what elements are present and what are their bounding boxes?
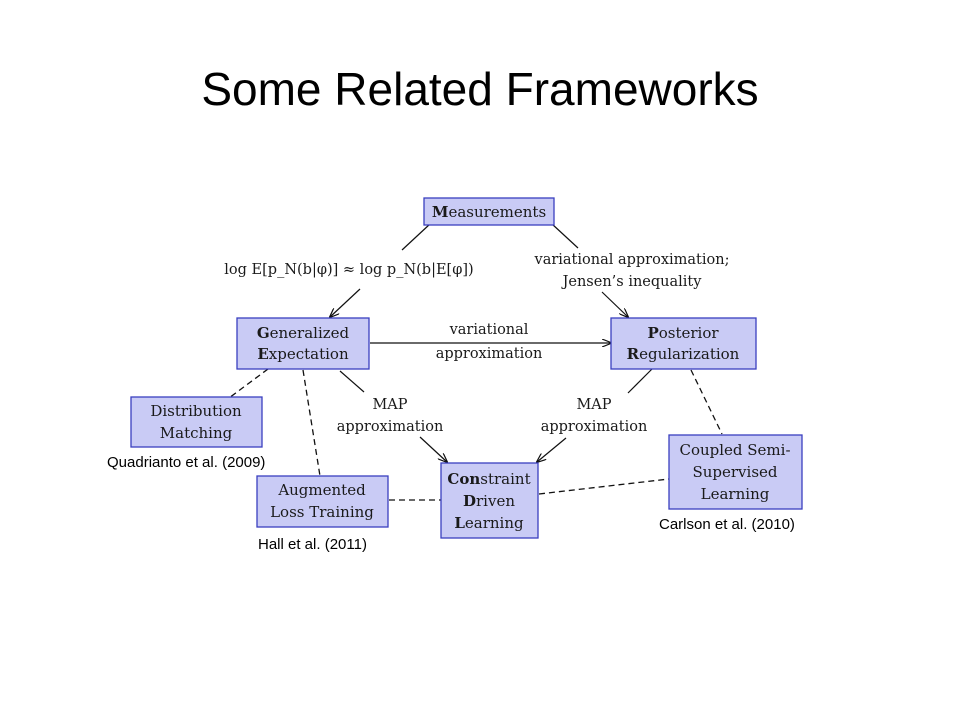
edge-ge-to-dm bbox=[228, 368, 269, 399]
node-constraint-driven-learning: Constraint Driven Learning bbox=[440, 462, 539, 539]
edge-measurements-to-pr-lower bbox=[601, 291, 628, 317]
edge-label-map-right-1: MAP bbox=[576, 397, 611, 413]
svg-text:Learning: Learning bbox=[454, 514, 524, 532]
edge-label-log-approx: log E[p_N(b|φ)] ≈ log p_N(b|E[φ]) bbox=[224, 262, 473, 278]
page-title: Some Related Frameworks bbox=[201, 63, 759, 115]
edge-labels: log E[p_N(b|φ)] ≈ log p_N(b|E[φ]) variat… bbox=[224, 252, 729, 435]
edge-label-map-left-1: MAP bbox=[372, 397, 407, 413]
node-generalized-expectation: Generalized Expectation bbox=[236, 317, 370, 370]
edges bbox=[228, 223, 723, 501]
svg-text:Augmented: Augmented bbox=[277, 481, 366, 499]
node-distribution-matching: Distribution Matching bbox=[130, 396, 263, 448]
edge-ge-to-cdl-lower bbox=[419, 436, 447, 462]
svg-text:Coupled Semi-: Coupled Semi- bbox=[679, 441, 790, 459]
citation-carlson: Carlson et al. (2010) bbox=[659, 516, 795, 533]
edge-label-map-left-2: approximation bbox=[337, 419, 444, 435]
svg-text:Regularization: Regularization bbox=[627, 345, 740, 363]
svg-text:Learning: Learning bbox=[701, 485, 770, 503]
svg-text:Loss Training: Loss Training bbox=[270, 503, 374, 521]
svg-text:Posterior: Posterior bbox=[647, 324, 719, 342]
svg-text:Matching: Matching bbox=[160, 424, 233, 442]
svg-text:Supervised: Supervised bbox=[692, 463, 777, 481]
node-posterior-regularization: Posterior Regularization bbox=[610, 317, 757, 370]
edge-pr-to-cdl-lower bbox=[537, 437, 567, 462]
svg-text:Measurements: Measurements bbox=[432, 203, 546, 221]
svg-text:Constraint: Constraint bbox=[447, 470, 530, 488]
edge-pr-to-cdl-upper bbox=[627, 368, 653, 394]
node-coupled-semi-supervised-learning: Coupled Semi- Supervised Learning bbox=[668, 434, 803, 510]
citation-hall: Hall et al. (2011) bbox=[258, 536, 367, 553]
node-augmented-loss-training: Augmented Loss Training bbox=[256, 475, 389, 528]
edge-ge-to-cdl-upper bbox=[339, 370, 365, 393]
edge-pr-to-cssl bbox=[690, 369, 723, 435]
citation-quadrianto: Quadrianto et al. (2009) bbox=[107, 454, 265, 471]
edge-measurements-to-ge-lower bbox=[330, 288, 361, 317]
svg-text:Generalized: Generalized bbox=[257, 324, 350, 342]
edge-label-variational-1: variational bbox=[449, 322, 529, 338]
edge-measurements-to-pr bbox=[551, 223, 579, 249]
edge-label-variational-jensen-1: variational approximation; bbox=[534, 252, 730, 268]
edge-label-variational-jensen-2: Jensen’s inequality bbox=[561, 274, 703, 290]
svg-text:Distribution: Distribution bbox=[150, 402, 242, 420]
edge-cdl-to-cssl bbox=[538, 478, 670, 495]
svg-text:Driven: Driven bbox=[463, 492, 515, 510]
edge-measurements-to-ge bbox=[401, 223, 431, 251]
edge-label-map-right-2: approximation bbox=[541, 419, 648, 435]
node-measurements: Measurements bbox=[423, 197, 555, 226]
svg-text:Expectation: Expectation bbox=[257, 345, 349, 363]
edge-label-variational-2: approximation bbox=[436, 346, 543, 362]
edge-ge-to-alt bbox=[302, 369, 321, 477]
